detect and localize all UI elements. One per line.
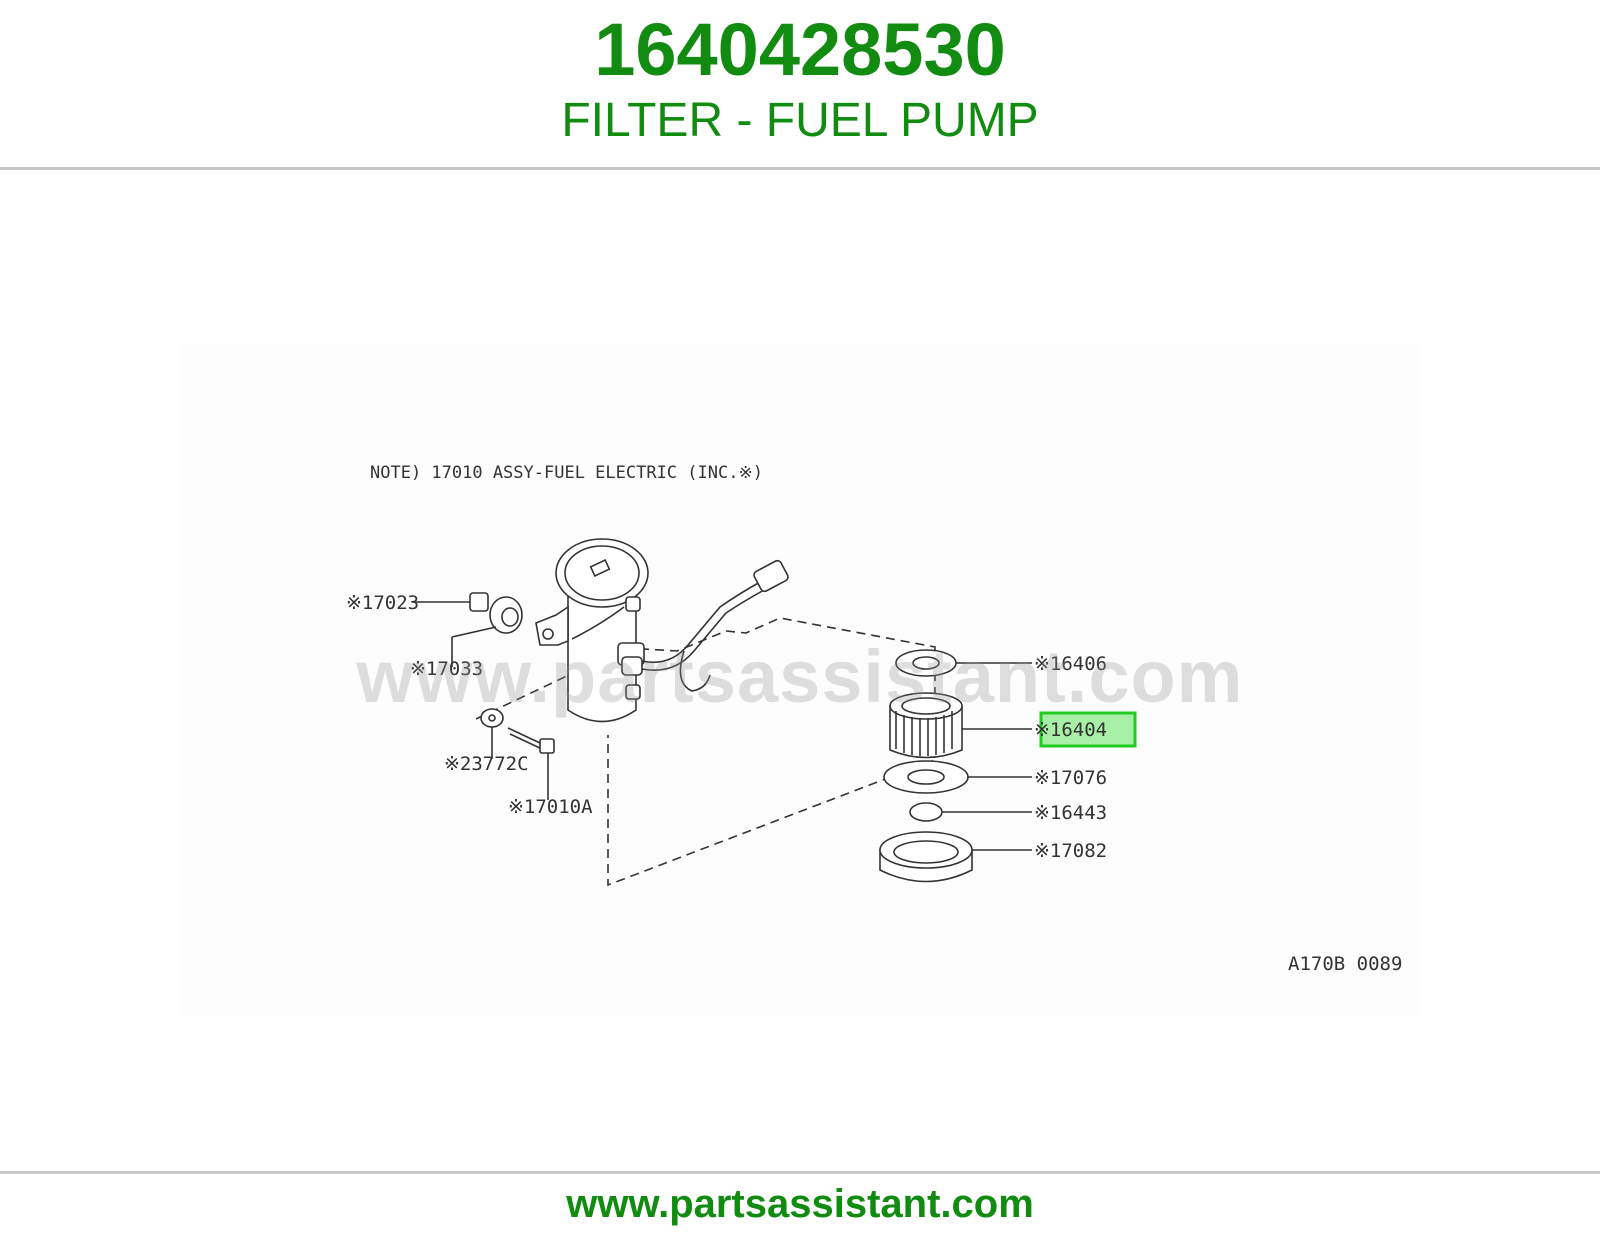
callout-23772c[interactable]: ※23772C bbox=[444, 753, 529, 775]
fuel-pump-body bbox=[535, 538, 649, 723]
part-name: FILTER - FUEL PUMP bbox=[561, 94, 1039, 147]
filter-stack bbox=[879, 649, 973, 883]
callout-17082[interactable]: ※17082 bbox=[1034, 840, 1107, 862]
callout-16404[interactable]: ※16404 bbox=[1034, 719, 1107, 741]
parts-diagram: NOTE) 17010 ASSY-FUEL ELECTRIC (INC.※) bbox=[180, 345, 1420, 1015]
header-divider bbox=[0, 167, 1600, 170]
mounting-parts bbox=[469, 592, 555, 754]
assembly-outline bbox=[475, 617, 936, 887]
footer-link[interactable]: www.partsassistant.com bbox=[566, 1182, 1034, 1226]
highlighted-part-box[interactable] bbox=[1039, 711, 1137, 748]
leader-lines bbox=[412, 601, 1032, 851]
page-header: 1640428530 FILTER - FUEL PUMP bbox=[0, 0, 1600, 168]
diagram-note: NOTE) 17010 ASSY-FUEL ELECTRIC (INC.※) bbox=[370, 463, 763, 483]
callout-17076[interactable]: ※17076 bbox=[1034, 767, 1107, 789]
part-number: 1640428530 bbox=[594, 8, 1006, 91]
watermark: www.partsassistant.com bbox=[356, 635, 1244, 718]
fuel-hose bbox=[641, 559, 789, 692]
callout-17033[interactable]: ※17033 bbox=[410, 658, 483, 680]
diagram-drawing: NOTE) 17010 ASSY-FUEL ELECTRIC (INC.※) bbox=[346, 463, 1402, 975]
diagram-code: A170B 0089 bbox=[1288, 953, 1402, 975]
callout-17010a[interactable]: ※17010A bbox=[508, 796, 593, 818]
callout-16406[interactable]: ※16406 bbox=[1034, 653, 1107, 675]
callout-16443[interactable]: ※16443 bbox=[1034, 802, 1107, 824]
callout-17023[interactable]: ※17023 bbox=[346, 592, 419, 614]
footer-divider bbox=[0, 1171, 1600, 1174]
